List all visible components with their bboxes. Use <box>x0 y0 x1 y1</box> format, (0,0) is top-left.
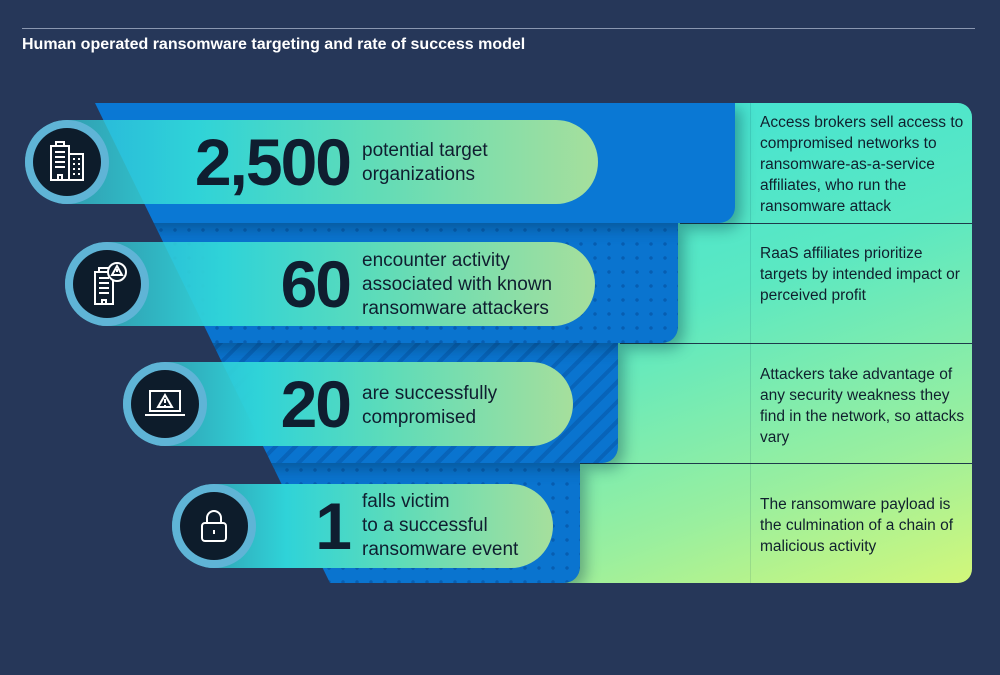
title-rule <box>22 28 975 29</box>
icon-circle <box>172 484 256 568</box>
description-2: RaaS affiliates prioritize targets by in… <box>760 245 960 304</box>
buildings-icon <box>50 141 84 181</box>
icon-circle <box>65 242 149 326</box>
row-divider <box>620 343 972 344</box>
laptop-warning-icon <box>145 390 185 416</box>
stat-number-1: 2,500 <box>194 125 352 199</box>
lock-icon <box>201 510 227 542</box>
building-warning-icon <box>94 262 127 305</box>
stat-number-2: 60 <box>280 247 352 321</box>
icon-circle <box>123 362 207 446</box>
row-divider <box>680 223 972 224</box>
row-divider <box>580 463 972 464</box>
page-title: Human operated ransomware targeting and … <box>22 36 526 53</box>
stat-number-4: 1 <box>315 489 352 563</box>
stat-number-3: 20 <box>280 367 352 441</box>
description-1: Access brokers sell access to compromise… <box>760 114 964 215</box>
stat-pill-1 <box>25 120 598 204</box>
icon-circle <box>25 120 109 204</box>
description-4: The ransomware payload is the culminatio… <box>760 496 954 555</box>
stat-pill-2 <box>65 242 595 326</box>
description-3: Attackers take advantage of any security… <box>760 366 965 446</box>
